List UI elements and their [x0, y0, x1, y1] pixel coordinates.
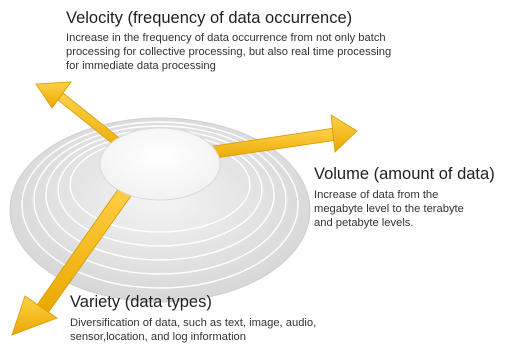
velocity-description-line: Increase in the frequency of data occurr…	[66, 32, 386, 44]
velocity-label: Velocity (frequency of data occurrence) …	[66, 8, 391, 73]
velocity-description: Increase in the frequency of data occurr…	[66, 31, 391, 73]
volume-title: Volume (amount of data)	[314, 165, 495, 183]
variety-description: Diversification of data, such as text, i…	[70, 316, 316, 344]
velocity-description-line: processing for collective processing, bu…	[66, 46, 392, 58]
volume-description: Increase of data from the megabyte level…	[314, 188, 495, 230]
velocity-title: Velocity (frequency of data occurrence)	[66, 9, 353, 27]
volume-description-line: and petabyte levels.	[314, 217, 414, 229]
variety-label: Variety (data types) Diversification of …	[70, 292, 316, 344]
volume-description-line: megabyte level to the terabyte	[314, 203, 464, 215]
disc-center	[99, 127, 221, 201]
variety-description-line: Diversification of data, such as text, i…	[70, 317, 317, 329]
velocity-description-line: for immediate data processing	[66, 60, 216, 72]
volume-label: Volume (amount of data) Increase of data…	[314, 164, 495, 230]
variety-description-line: sensor,location, and log information	[70, 331, 247, 343]
variety-title: Variety (data types)	[70, 293, 212, 311]
volume-description-line: Increase of data from the	[314, 189, 439, 201]
